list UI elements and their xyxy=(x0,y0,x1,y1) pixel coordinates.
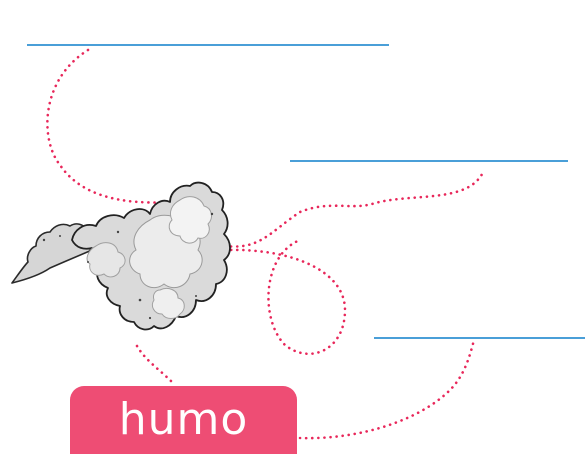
word-label: humo xyxy=(70,386,297,454)
dotted-path-loop xyxy=(225,240,345,354)
answer-line-3[interactable] xyxy=(374,337,585,339)
dotted-path-to-line-2 xyxy=(225,170,484,247)
dotted-path-to-line-1 xyxy=(47,50,170,203)
dotted-path-to-line-3 xyxy=(300,340,474,438)
dotted-path-to-label xyxy=(137,346,172,382)
smoke-cloud-illustration xyxy=(12,183,230,330)
answer-line-1[interactable] xyxy=(27,44,389,46)
answer-line-2[interactable] xyxy=(290,160,568,162)
